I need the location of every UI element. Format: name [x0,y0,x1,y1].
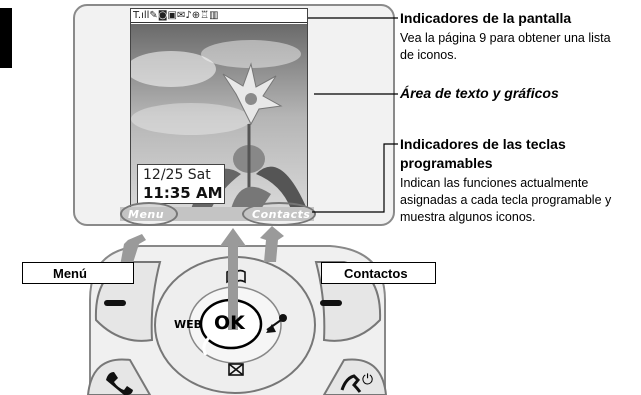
menu-arrow [120,234,146,266]
softkey-title-2: programables [400,155,493,171]
text-area-title: Área de texto y gráficos [400,85,559,101]
softkey-leader [312,143,398,213]
status-indicators: T.ıll✎◙▣✉♪⊕♖▥ [131,9,307,23]
indicators-title: Indicadores de la pantalla [400,10,572,26]
phone-screen: T.ıll✎◙▣✉♪⊕♖▥ 12/25 Sat 11:35 AM [130,8,308,210]
power-symbol: ⏻ [362,372,374,388]
contacts-arrow [260,226,284,262]
edge-tab [0,8,12,68]
softkey-left-highlight [120,202,178,226]
softkey-desc-2: asignadas a cada tecla programable y [400,193,612,207]
contacts-label: Contactos [344,266,408,281]
indicators-desc-1: Vea la página 9 para obtener una lista [400,31,611,45]
softkey-right-highlight [242,202,316,226]
call-icon [106,372,133,395]
softkey-title-1: Indicadores de las teclas [400,136,566,152]
center-arrow [220,228,246,330]
swirl-mark [202,334,212,356]
right-softkey-dash [320,300,342,306]
time-text: 11:35 AM [143,184,223,202]
softkey-desc-1: Indican las funciones actualmente [400,176,589,190]
send-key [86,358,152,395]
indicators-desc-2: de iconos. [400,48,457,62]
end-call-icon [340,374,362,393]
softkey-desc-3: muestra algunos iconos. [400,210,536,224]
web-key-label: WEB [174,318,203,331]
camera-arrow-icon [266,314,287,333]
date-time-box: 12/25 Sat 11:35 AM [137,164,225,204]
menu-label: Menú [53,266,87,281]
date-text: 12/25 Sat [143,167,211,183]
contacts-label-box: Contactos [321,262,436,284]
ok-key-label: OK [214,312,245,334]
left-softkey-dash [104,300,126,306]
message-icon [228,363,244,376]
menu-label-box: Menú [22,262,134,284]
